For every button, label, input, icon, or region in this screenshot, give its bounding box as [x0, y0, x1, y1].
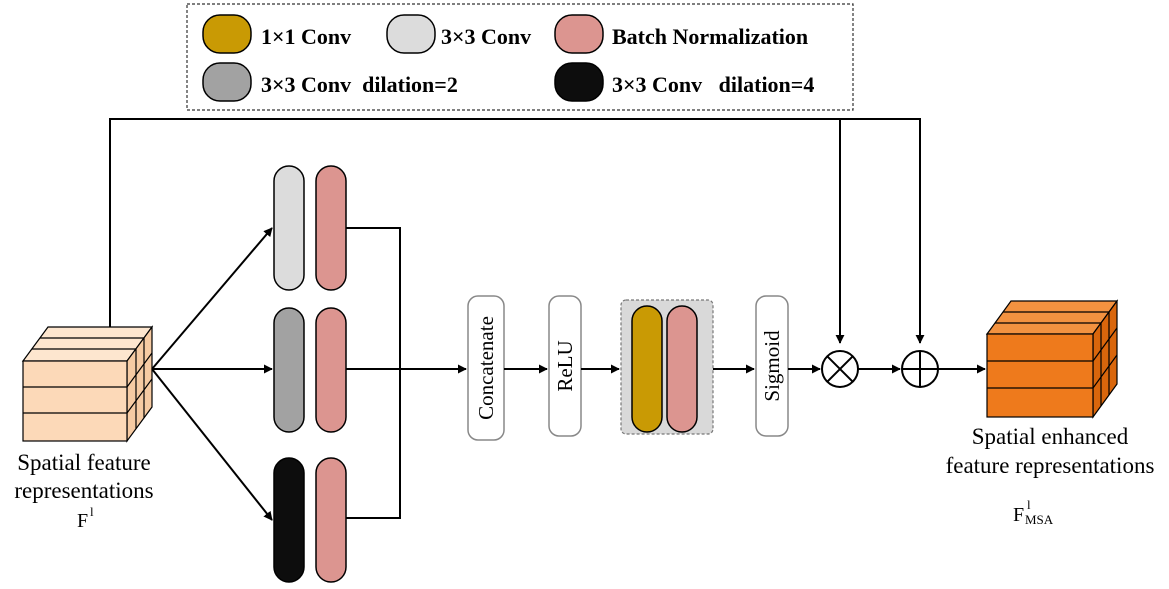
branch-conv3x3-dilation4: [273, 457, 347, 583]
legend-swatch-conv3x3: [386, 14, 436, 54]
sigmoid-block: Sigmoid: [755, 295, 789, 437]
branch3-conv3x3-dilation4: [273, 457, 305, 583]
output-caption: Spatial enhanced feature representations…: [946, 424, 1155, 527]
skip-line-to-multiply: [109, 118, 845, 344]
output-symbol-subscript: MSA: [1025, 512, 1054, 527]
conv1x1-bn-group: [620, 299, 714, 435]
skip-line-to-add: [840, 118, 925, 344]
output-symbol-superscript: l: [1027, 497, 1031, 512]
branch-arrows: [151, 227, 273, 521]
multiply-icon: [821, 350, 859, 388]
branch-conv3x3-dilation2: [273, 307, 347, 433]
relu-block: ReLU: [548, 295, 582, 437]
branch1-conv3x3: [273, 165, 305, 291]
input-caption-line1: Spatial feature: [17, 450, 150, 475]
skip-connections: [109, 118, 925, 344]
input-symbol: F: [77, 510, 88, 532]
legend: 1×1 Conv 3×3 Conv Batch Normalization 3×…: [186, 3, 854, 111]
relu-label: ReLU: [553, 340, 577, 391]
concatenate-label: Concatenate: [474, 316, 498, 420]
concatenate-block: Concatenate: [467, 295, 505, 441]
legend-label-conv1x1: 1×1 Conv: [261, 24, 351, 49]
output-caption-line2: feature representations: [946, 453, 1155, 478]
legend-label-conv3x3-dilation2: 3×3 Conv dilation=2: [261, 72, 458, 97]
output-caption-line1: Spatial enhanced: [972, 424, 1129, 449]
sigmoid-label: Sigmoid: [760, 330, 784, 402]
branch2-batch-norm: [315, 307, 347, 433]
branch2-conv3x3-dilation2: [273, 307, 305, 433]
legend-label-conv3x3: 3×3 Conv: [441, 24, 531, 49]
input-caption: Spatial feature representations F l: [14, 450, 153, 532]
legend-swatch-conv1x1: [202, 14, 252, 54]
legend-swatch-conv3x3-dilation4: [554, 62, 604, 102]
legend-label-batch-norm: Batch Normalization: [612, 24, 808, 49]
output-symbol: F: [1013, 504, 1024, 526]
input-symbol-superscript: l: [90, 504, 94, 519]
branch-conv3x3: [273, 165, 347, 291]
conv1x1-pill: [631, 305, 663, 433]
legend-label-conv3x3-dilation4: 3×3 Conv dilation=4: [612, 72, 814, 97]
output-feature-cube: [985, 299, 1119, 419]
legend-swatch-batch-norm: [554, 14, 604, 54]
add-icon: [901, 350, 939, 388]
conv1x1-batch-norm: [666, 305, 698, 433]
output-cube-front: [986, 333, 1094, 418]
branch3-batch-norm: [315, 457, 347, 583]
legend-swatch-conv3x3-dilation2: [202, 62, 252, 102]
input-feature-cube: [21, 325, 154, 443]
legend-frame: [186, 3, 854, 111]
input-caption-line2: representations: [14, 478, 153, 503]
input-cube-front: [22, 360, 128, 442]
merge-lines: [346, 227, 467, 519]
branch1-batch-norm: [315, 165, 347, 291]
